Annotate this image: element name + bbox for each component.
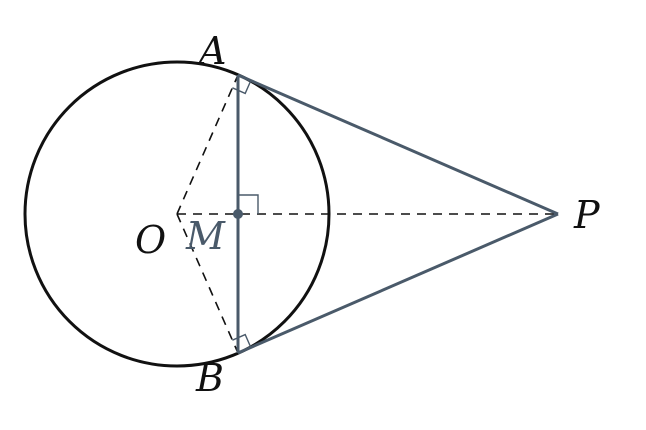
label-b: B	[195, 356, 224, 400]
label-a: A	[196, 29, 226, 73]
tangent-pb	[237, 212, 559, 355]
label-m: M	[185, 214, 226, 258]
right-angle-mark-b	[232, 333, 252, 348]
point-m-dot	[233, 209, 243, 219]
radius-oa	[176, 74, 239, 215]
right-angle-mark-a	[232, 80, 252, 95]
right-angle-mark-m	[238, 194, 259, 214]
label-p: P	[573, 193, 601, 237]
tangent-pa	[237, 73, 559, 216]
label-o: O	[135, 218, 166, 262]
